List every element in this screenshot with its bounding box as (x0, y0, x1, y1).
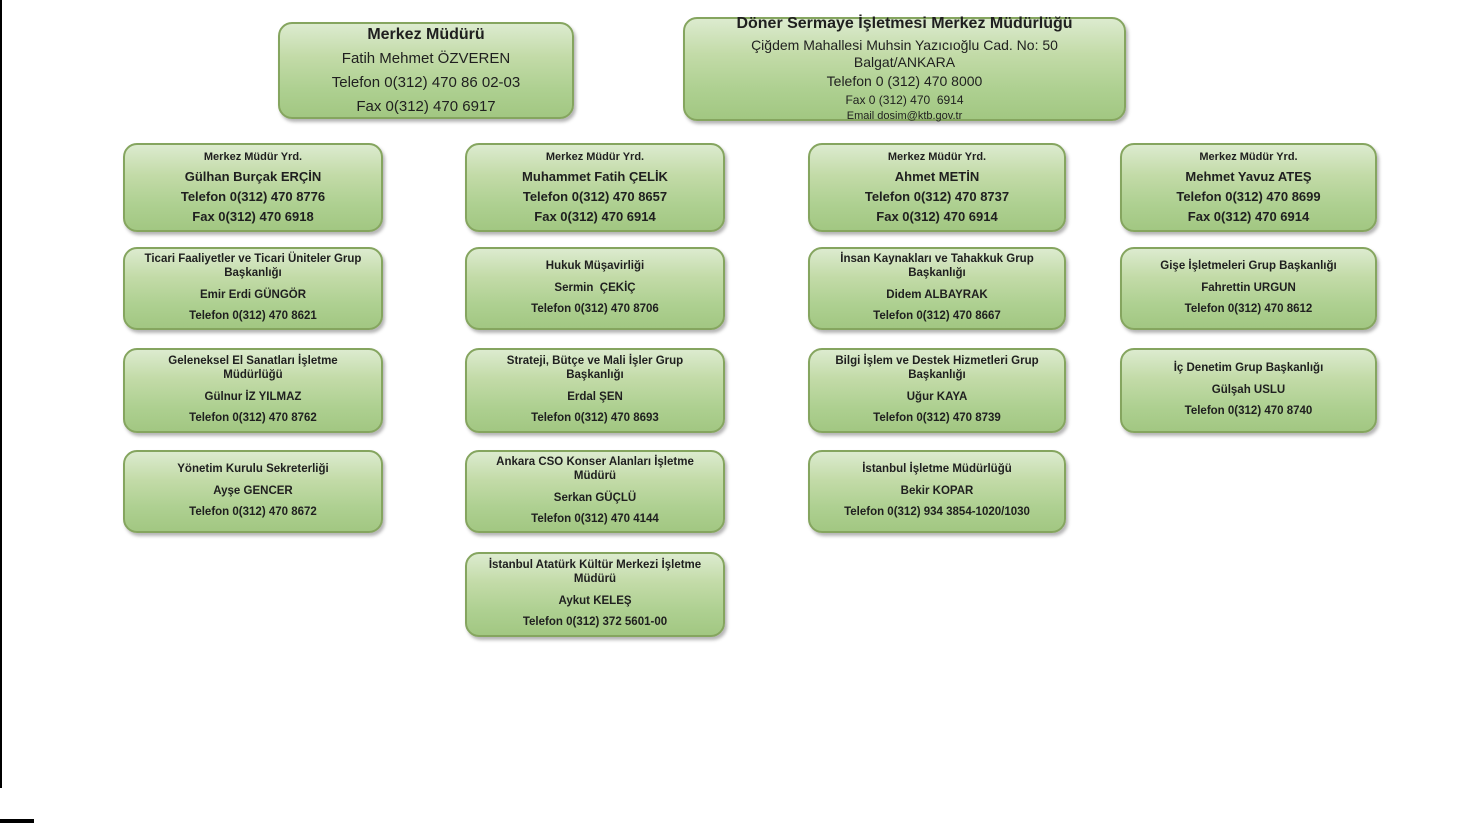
box-title: Ticari Faaliyetler ve Ticari Üniteler Gr… (144, 253, 365, 279)
fax-line: Fax 0(312) 470 6914 (1187, 209, 1310, 225)
box-istanbul-isletme: İstanbul İşletme Müdürlüğü Bekir KOPAR T… (808, 450, 1066, 533)
box-title: Strateji, Bütçe ve Mali İşler Grup Başka… (506, 355, 687, 381)
box-title: Merkez Müdür Yrd. (203, 150, 303, 163)
box-istanbul-akm: İstanbul Atatürk Kültür Merkezi İşletme … (465, 552, 725, 637)
person-name: Muhammet Fatih ÇELİK (522, 168, 668, 184)
phone-line: Telefon 0(312) 470 8612 (1184, 303, 1313, 316)
box-yonetim-kurulu: Yönetim Kurulu Sekreterliği Ayşe GENCER … (123, 450, 383, 533)
box-title: Hukuk Müşavirliği (545, 260, 645, 273)
box-title: İnsan Kaynakları ve Tahakkuk Grup Başkan… (840, 253, 1037, 279)
person-name: Uğur KAYA (906, 390, 968, 403)
person-name: Erdal ŞEN (567, 390, 623, 403)
phone-line: Telefon 0(312) 934 3854-1020/1030 (844, 506, 1030, 519)
box-ankara-cso: Ankara CSO Konser Alanları İşletme Müdür… (465, 450, 725, 533)
box-title: Merkez Müdürü (367, 25, 485, 43)
box-title: İstanbul İşletme Müdürlüğü (862, 463, 1012, 476)
box-ticari-faaliyetler: Ticari Faaliyetler ve Ticari Üniteler Gr… (123, 247, 383, 330)
phone-line: Telefon 0(312) 470 8762 (189, 412, 317, 425)
phone-line: Telefon 0(312) 470 4144 (531, 513, 659, 526)
phone-line: Telefon 0(312) 372 5601-00 (522, 616, 668, 629)
box-merkez-mudurlugu: Döner Sermaye İşletmesi Merkez Müdürlüğü… (683, 15, 1126, 122)
person-name: Didem ALBAYRAK (886, 288, 988, 301)
page-edge-vertical-line (0, 0, 2, 788)
box-title: İç Denetim Grup Başkanlığı (1173, 362, 1324, 375)
person-name: Sermin ÇEKİÇ (554, 281, 636, 294)
phone-line: Telefon 0(312) 470 8699 (1176, 188, 1321, 204)
email-line: Email dosim@ktb.gov.tr (846, 109, 963, 122)
box-title: Döner Sermaye İşletmesi Merkez Müdürlüğü (736, 15, 1073, 33)
phone-line: Telefon 0(312) 470 8667 (873, 310, 1001, 323)
box-title: Merkez Müdür Yrd. (545, 150, 645, 163)
phone-line: Telefon 0(312) 470 8706 (531, 303, 659, 316)
person-name: Serkan GÜÇLÜ (553, 491, 637, 504)
box-title: Bilgi İşlem ve Destek Hizmetleri Grup Ba… (835, 355, 1042, 381)
person-name: Aykut KELEŞ (558, 594, 632, 607)
page-edge-bottom-line (0, 819, 34, 823)
box-title: Geleneksel El Sanatları İşletme Müdürlüğ… (168, 355, 341, 381)
address-line: Çiğdem Mahallesi Muhsin Yazıcıoğlu Cad. … (751, 37, 1062, 70)
person-name: Gülnur İZ YILMAZ (204, 390, 302, 403)
phone-line: Telefon 0(312) 470 8737 (864, 188, 1010, 204)
box-deputy-ercin: Merkez Müdür Yrd. Gülhan Burçak ERÇİN Te… (123, 143, 383, 232)
phone-line: Telefon 0(312) 470 86 02-03 (331, 74, 521, 92)
box-title: Gişe İşletmeleri Grup Başkanlığı (1160, 260, 1337, 273)
phone-line: Telefon 0 (312) 470 8000 (826, 73, 983, 90)
phone-line: Telefon 0(312) 470 8693 (531, 412, 659, 425)
phone-line: Telefon 0(312) 470 8672 (189, 506, 317, 519)
fax-line: Fax 0(312) 470 6917 (356, 97, 496, 115)
phone-line: Telefon 0(312) 470 8621 (189, 310, 317, 323)
box-deputy-ates: Merkez Müdür Yrd. Mehmet Yavuz ATEŞ Tele… (1120, 143, 1377, 232)
person-name: Mehmet Yavuz ATEŞ (1185, 168, 1312, 184)
box-ic-denetim: İç Denetim Grup Başkanlığı Gülşah USLU T… (1120, 348, 1377, 433)
person-name: Gülhan Burçak ERÇİN (184, 168, 322, 184)
person-name: Fahrettin URGUN (1201, 281, 1296, 294)
box-geleneksel-el-sanatlari: Geleneksel El Sanatları İşletme Müdürlüğ… (123, 348, 383, 433)
box-bilgi-islem: Bilgi İşlem ve Destek Hizmetleri Grup Ba… (808, 348, 1066, 433)
box-hukuk-musavirligi: Hukuk Müşavirliği Sermin ÇEKİÇ Telefon 0… (465, 247, 725, 330)
person-name: Emir Erdi GÜNGÖR (199, 288, 307, 301)
box-title: Merkez Müdür Yrd. (887, 150, 987, 163)
person-name: Ayşe GENCER (213, 484, 293, 497)
fax-line: Fax 0(312) 470 6918 (192, 209, 314, 225)
box-title: Ankara CSO Konser Alanları İşletme Müdür… (496, 456, 698, 482)
box-strateji-butce: Strateji, Bütçe ve Mali İşler Grup Başka… (465, 348, 725, 433)
box-title: Merkez Müdür Yrd. (1199, 150, 1298, 163)
phone-line: Telefon 0(312) 470 8776 (180, 188, 326, 204)
phone-line: Telefon 0(312) 470 8739 (873, 412, 1001, 425)
box-deputy-metin: Merkez Müdür Yrd. Ahmet METİN Telefon 0(… (808, 143, 1066, 232)
phone-line: Telefon 0(312) 470 8657 (522, 188, 668, 204)
box-gise-isletmeleri: Gişe İşletmeleri Grup Başkanlığı Fahrett… (1120, 247, 1377, 330)
box-merkez-muduru: Merkez Müdürü Fatih Mehmet ÖZVEREN Telef… (278, 22, 574, 119)
box-title: Yönetim Kurulu Sekreterliği (177, 463, 329, 476)
box-insan-kaynaklari: İnsan Kaynakları ve Tahakkuk Grup Başkan… (808, 247, 1066, 330)
fax-line: Fax 0(312) 470 6914 (876, 209, 998, 225)
box-title: İstanbul Atatürk Kültür Merkezi İşletme … (488, 559, 705, 585)
person-name: Bekir KOPAR (900, 484, 974, 497)
phone-line: Telefon 0(312) 470 8740 (1184, 405, 1313, 418)
box-deputy-celik: Merkez Müdür Yrd. Muhammet Fatih ÇELİK T… (465, 143, 725, 232)
person-name: Gülşah USLU (1211, 383, 1286, 396)
fax-line: Fax 0(312) 470 6914 (534, 209, 656, 225)
fax-line: Fax 0 (312) 470 6914 (845, 92, 964, 107)
person-name: Fatih Mehmet ÖZVEREN (341, 50, 511, 68)
person-name: Ahmet METİN (894, 168, 980, 184)
